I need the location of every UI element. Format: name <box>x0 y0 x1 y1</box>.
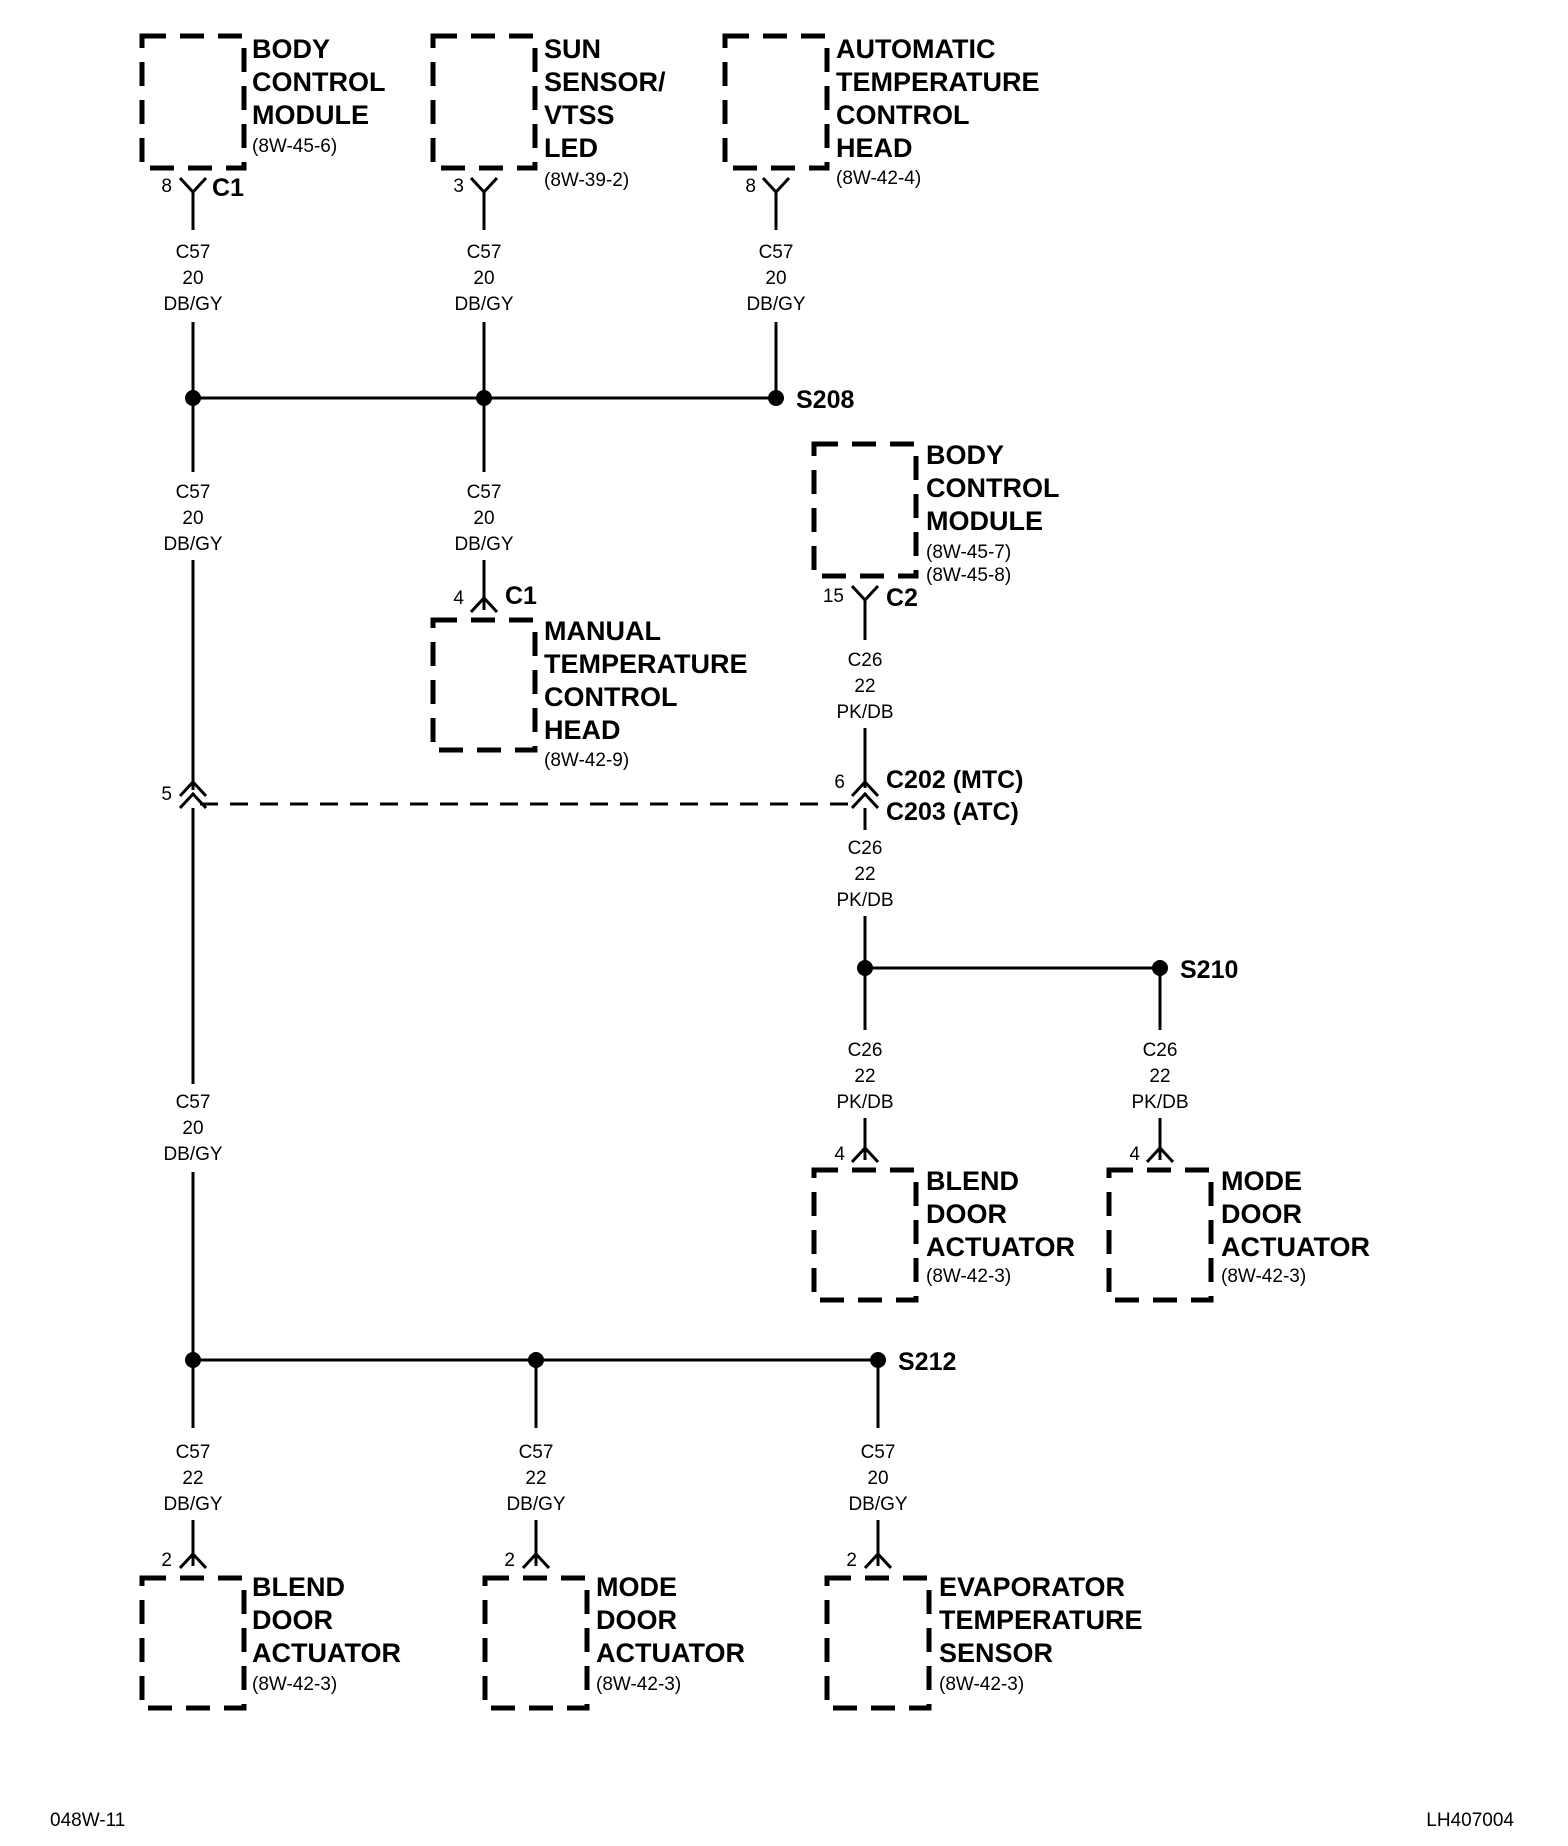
connector-label: C1 <box>212 174 244 202</box>
pin-label: 4 <box>834 1144 845 1165</box>
svg-text:S212: S212 <box>898 1348 956 1376</box>
connector-label: C1 <box>505 582 537 610</box>
inline-connector-c202-c203: 5 6 C202 (MTC) C203 (ATC) <box>161 766 1023 826</box>
svg-text:(8W-39-2): (8W-39-2) <box>544 170 629 191</box>
pin-label: 4 <box>453 588 464 609</box>
svg-text:(8W-45-6): (8W-45-6) <box>252 136 337 157</box>
pin-label: 5 <box>161 784 172 805</box>
svg-text:(8W-42-3): (8W-42-3) <box>939 1674 1024 1695</box>
pin-label: 2 <box>504 1550 515 1571</box>
svg-text:(8W-42-4): (8W-42-4) <box>836 168 921 189</box>
pin-label: 6 <box>834 772 845 793</box>
svg-text:S208: S208 <box>796 386 854 414</box>
svg-text:(8W-42-3): (8W-42-3) <box>926 1266 1011 1287</box>
pin-label: 8 <box>745 176 756 197</box>
svg-text:C203 (ATC): C203 (ATC) <box>886 798 1019 826</box>
svg-text:(8W-42-3): (8W-42-3) <box>1221 1266 1306 1287</box>
svg-text:S210: S210 <box>1180 956 1238 984</box>
pin-label: 2 <box>161 1550 172 1571</box>
splice-s212: S212 <box>185 1348 956 1376</box>
svg-text:C202 (MTC): C202 (MTC) <box>886 766 1024 794</box>
splice-s210: S210 <box>857 956 1238 984</box>
svg-text:(8W-42-3): (8W-42-3) <box>596 1674 681 1695</box>
svg-text:(8W-45-7)(8W-45-8): (8W-45-7)(8W-45-8) <box>926 542 1011 586</box>
footer-right-code: LH407004 <box>1426 1810 1514 1831</box>
svg-text:(8W-42-9): (8W-42-9) <box>544 750 629 771</box>
pin-label: 4 <box>1129 1144 1140 1165</box>
footer-left-code: 048W-11 <box>50 1810 125 1831</box>
pin-label: 3 <box>453 176 464 197</box>
connector-label: C2 <box>886 584 918 612</box>
pin-label: 8 <box>161 176 172 197</box>
svg-text:(8W-42-3): (8W-42-3) <box>252 1674 337 1695</box>
pin-label: 15 <box>823 586 844 607</box>
pin-label: 2 <box>846 1550 857 1571</box>
splice-s208: S208 <box>185 386 854 414</box>
